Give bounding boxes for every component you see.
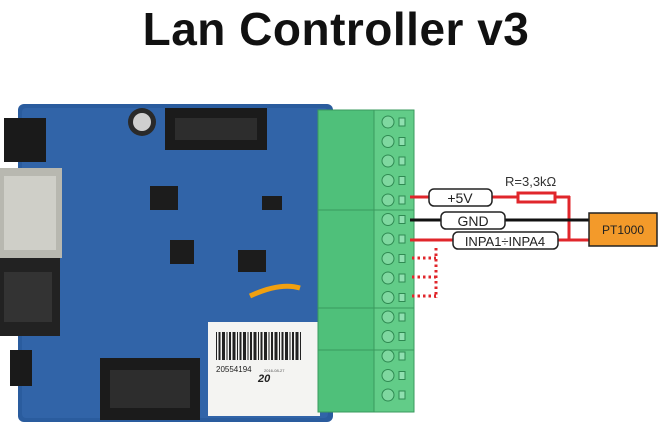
label-box-inpa	[452, 231, 559, 250]
terminal-screw	[381, 154, 395, 168]
terminal-block	[317, 307, 375, 351]
barcode	[216, 332, 301, 360]
terminal-screw	[381, 369, 395, 382]
terminal-screw	[381, 291, 395, 304]
chip	[150, 186, 178, 210]
terminal-blocks	[317, 109, 415, 413]
terminal-screw	[381, 115, 395, 129]
terminal-screw	[381, 271, 395, 285]
terminal-block	[317, 109, 375, 211]
terminal-screw	[381, 135, 395, 148]
sticker-date: 2016-08-27	[264, 368, 285, 373]
sticker-handwritten: 20	[257, 373, 271, 385]
wiring	[410, 188, 658, 298]
terminal-screw	[381, 349, 395, 363]
terminal-screw	[381, 252, 395, 265]
label-box-5v	[428, 188, 493, 207]
terminal-screw	[381, 388, 395, 402]
terminal-screw	[381, 174, 395, 187]
wire-label-gnd: GND	[457, 213, 488, 229]
terminal-screw	[381, 232, 395, 246]
terminal-block	[317, 349, 375, 413]
page-title: Lan Controller v3	[142, 3, 530, 55]
label-box-gnd	[440, 211, 506, 230]
terminal-screw	[381, 193, 395, 207]
chip	[170, 240, 194, 264]
sticker-serial: 20554194	[216, 365, 252, 374]
wire-label-5v: +5V	[447, 190, 473, 206]
resistor	[516, 191, 557, 204]
terminal-screw	[381, 330, 395, 343]
pt1000-sensor	[588, 212, 658, 247]
wire-label-inpa: INPA1÷INPA4	[465, 234, 545, 249]
resistor-label: R=3,3kΩ	[505, 174, 557, 189]
chip	[238, 250, 266, 272]
terminal-screw	[381, 310, 395, 324]
terminal-screw	[381, 213, 395, 226]
board-photo	[0, 104, 333, 422]
dc-jack	[4, 118, 46, 162]
sensor-label: PT1000	[602, 223, 644, 237]
terminal-block	[317, 209, 375, 309]
